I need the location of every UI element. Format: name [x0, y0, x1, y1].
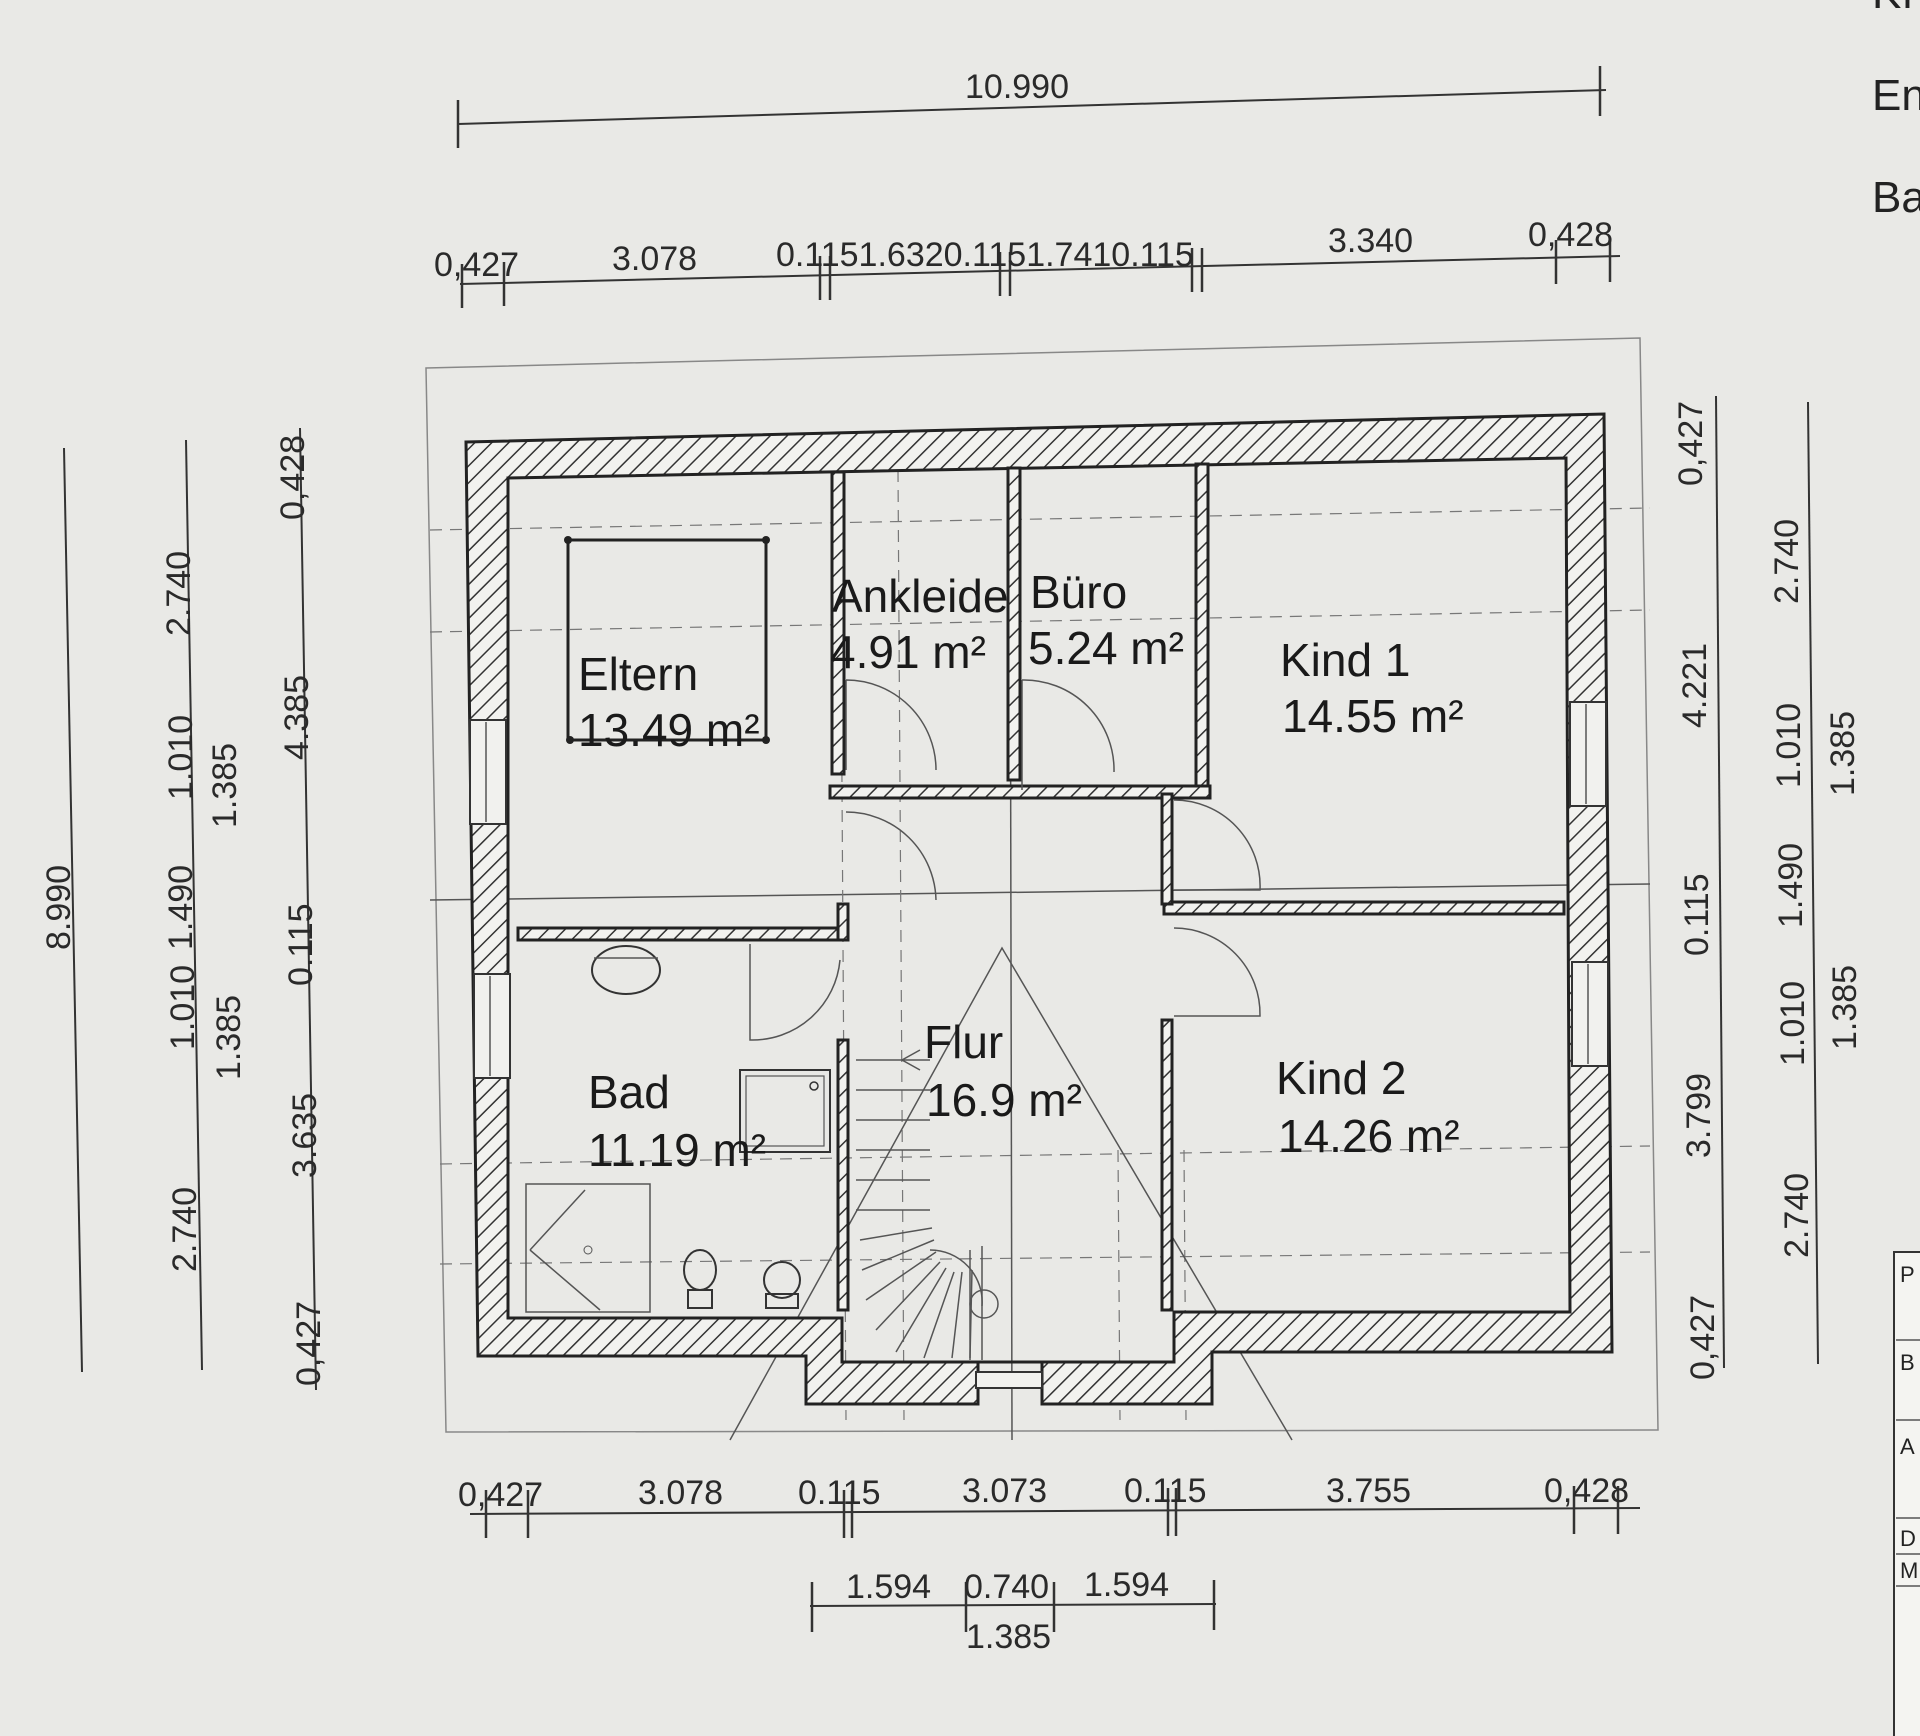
dim-right-struct-3: 0.115: [1678, 873, 1716, 956]
dim-left-height-2: 1.385: [210, 995, 248, 1080]
side-labels: Kı En Ba: [1872, 0, 1920, 222]
room-eltern-name: Eltern: [578, 648, 698, 700]
title-block: P B A D M: [1893, 1251, 1920, 1736]
title-block-label-4: D: [1900, 1526, 1916, 1551]
room-kind2-area: 14.26 m²: [1278, 1110, 1460, 1162]
dim-bottom-seg-3: 0.115: [798, 1474, 881, 1512]
side-label-2: En: [1872, 71, 1920, 120]
title-block-label-5: M: [1900, 1558, 1918, 1583]
room-ankleide-area: 4.91 m²: [830, 626, 986, 678]
title-block-label-1: P: [1900, 1262, 1915, 1287]
room-kind1-area: 14.55 m²: [1282, 690, 1464, 742]
door-swings: [749, 679, 1261, 1041]
room-bad-name: Bad: [588, 1066, 670, 1118]
dim-right-struct-5: 0,427: [1684, 1295, 1722, 1380]
dim-bottom-seg-2: 3.078: [638, 1474, 723, 1512]
room-kind2-name: Kind 2: [1276, 1052, 1406, 1104]
dim-top-seg-1: 0,427: [434, 246, 519, 284]
room-ankleide-name: Ankleide: [832, 570, 1008, 622]
dim-door-3: 1.594: [1084, 1566, 1169, 1604]
dim-top-overall: 10.990: [965, 68, 1069, 106]
dim-door-2: 0.740: [964, 1568, 1049, 1606]
dim-left-struct-1: 0,428: [274, 435, 312, 520]
dim-right-opening-2: 1.010: [1770, 703, 1808, 788]
dim-right-opening-3: 1.490: [1772, 843, 1810, 928]
bottom-dimensions: 0,427 3.078 0.115 3.073 0.115 3.755 0,42…: [458, 1472, 1641, 1656]
fixtures: [525, 536, 999, 1360]
dim-left-opening-2: 1.010: [162, 715, 200, 800]
dim-right-height-1: 1.385: [1824, 711, 1862, 796]
dim-bottom-seg-1: 0,427: [458, 1476, 543, 1514]
dim-top-seg-2: 3.078: [612, 240, 697, 278]
room-labels: Eltern 13.49 m² Ankleide 4.91 m² Büro 5.…: [578, 566, 1464, 1176]
dim-right-opening-1: 2.740: [1768, 519, 1806, 604]
dim-bottom-seg-5: 0.115: [1124, 1472, 1207, 1510]
windows: [469, 701, 1609, 1389]
side-label-1: Kı: [1872, 0, 1914, 18]
dim-left-opening-1: 2.740: [160, 551, 198, 636]
room-buero-name: Büro: [1030, 566, 1127, 618]
side-label-3: Ba: [1872, 173, 1920, 222]
room-kind1-name: Kind 1: [1280, 634, 1410, 686]
top-dimensions: 10.990 0,427 3.078 0.1151.6320.1151.7410…: [434, 66, 1621, 308]
dim-left-struct-2: 4.385: [278, 675, 316, 760]
dim-top-seg-5: 0,428: [1528, 216, 1613, 254]
room-bad-area: 11.19 m²: [588, 1124, 766, 1176]
title-block-label-2: B: [1900, 1350, 1915, 1375]
dim-left-struct-3: 0.115: [282, 903, 320, 986]
room-eltern-area: 13.49 m²: [578, 704, 760, 756]
dim-right-opening-4: 1.010: [1774, 981, 1812, 1066]
dim-left-struct-5: 0,427: [290, 1301, 328, 1386]
dim-left-height-1: 1.385: [206, 743, 244, 828]
walls: [464, 412, 1614, 1406]
dim-bottom-seg-4: 3.073: [962, 1472, 1047, 1510]
dim-left-opening-5: 2.740: [166, 1187, 204, 1272]
room-flur-area: 16.9 m²: [926, 1074, 1082, 1126]
dim-right-opening-5: 2.740: [1778, 1173, 1816, 1258]
dim-left-struct-4: 3.635: [286, 1093, 324, 1178]
left-dimensions: 8.990 2.740 1.010 1.490 1.010 2.740 1.38…: [40, 427, 328, 1391]
room-flur-name: Flur: [924, 1016, 1003, 1068]
dim-top-seg-4: 3.340: [1328, 222, 1413, 260]
dim-left-opening-4: 1.010: [164, 965, 202, 1050]
dim-left-overall: 8.990: [40, 865, 78, 950]
dim-door-1: 1.594: [846, 1568, 931, 1606]
room-buero-area: 5.24 m²: [1028, 622, 1184, 674]
dim-top-seg-3: 0.1151.6320.1151.7410.115: [776, 236, 1194, 274]
dim-left-opening-3: 1.490: [162, 865, 200, 950]
dim-right-struct-2: 4.221: [1676, 643, 1714, 728]
title-block-label-3: A: [1900, 1434, 1915, 1459]
dim-right-struct-4: 3.799: [1680, 1073, 1718, 1158]
right-dimensions: 0,427 4.221 0.115 3.799 0,427 2.740 1.01…: [1672, 395, 1864, 1380]
dim-bottom-seg-6: 3.755: [1326, 1472, 1411, 1510]
dim-bottom-seg-7: 0,428: [1544, 1472, 1629, 1510]
dim-right-struct-1: 0,427: [1672, 401, 1710, 486]
dim-door-height: 1.385: [966, 1618, 1051, 1656]
dim-right-height-2: 1.385: [1826, 965, 1864, 1050]
